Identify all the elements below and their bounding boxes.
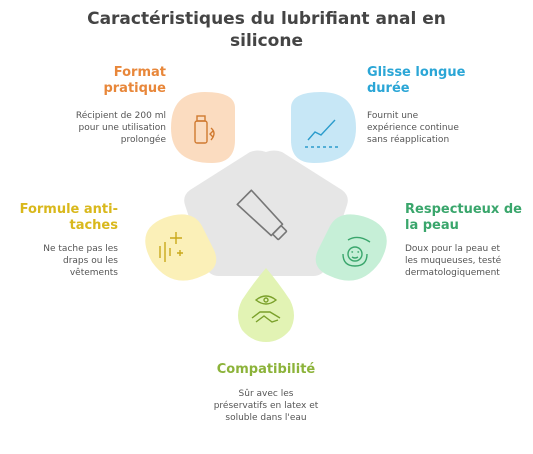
compat-desc: Sûr avec les préservatifs en latex et so… xyxy=(213,389,319,423)
gentle-care-icon xyxy=(342,236,371,267)
center-pentagon xyxy=(184,150,348,276)
compat-node xyxy=(238,268,294,342)
format-drop xyxy=(171,92,235,163)
glisse-desc: Fournit une expérience continue sans réa… xyxy=(367,111,459,145)
taches-label: Formule anti- taches xyxy=(19,202,118,233)
taches-desc: Ne tache pas les draps ou les vêtements xyxy=(43,244,118,278)
format-node xyxy=(171,92,235,163)
compat-label: Compatibilité xyxy=(216,362,316,377)
trend-line-icon xyxy=(305,119,340,148)
bottle-icon xyxy=(194,115,215,144)
tube-icon xyxy=(236,189,288,241)
peau-desc: Doux pour la peau et les muqueuses, test… xyxy=(405,244,502,278)
compat-drop xyxy=(238,268,294,342)
glisse-label: Glisse longue durée xyxy=(367,65,466,96)
taches-node xyxy=(145,214,217,281)
taches-drop xyxy=(145,214,217,281)
sparkle-icon xyxy=(159,232,183,262)
peau-node xyxy=(315,214,387,281)
format-desc: Récipient de 200 ml pour une utilisation… xyxy=(75,111,166,145)
format-label: Format pratique xyxy=(103,65,166,96)
peau-label: Respectueux de la peau xyxy=(405,202,522,233)
glisse-drop xyxy=(291,92,356,163)
glisse-node xyxy=(291,92,356,163)
handshake-eye-icon xyxy=(251,295,281,323)
diagram-title: Caractéristiques du lubrifiant anal en s… xyxy=(87,9,446,51)
